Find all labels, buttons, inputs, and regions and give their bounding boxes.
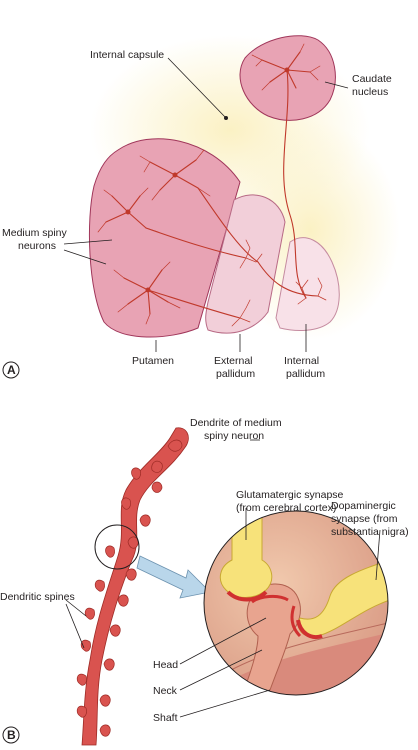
leader-msn-2 [63, 249, 107, 265]
panel-a-letter: A [7, 363, 16, 377]
label-external-1: External [214, 355, 253, 367]
label-msn-2: neurons [18, 240, 56, 252]
panel-a: Internal capsule Caudate nucleus Medium … [2, 35, 400, 380]
label-dendritic-spines: Dendritic spines [0, 591, 75, 603]
leader-caudate [324, 81, 349, 89]
leader-neck [179, 649, 263, 691]
putamen [88, 138, 241, 338]
label-internal-2: pallidum [286, 368, 325, 380]
label-msn-1: Medium spiny [2, 227, 68, 239]
external-pallidum [205, 194, 286, 334]
panel-b-letter: B [7, 728, 16, 742]
shaft-band [204, 630, 388, 695]
leader-msn-1 [63, 239, 113, 245]
label-neck: Neck [153, 685, 178, 697]
caudate-neuron [251, 43, 321, 299]
internal-pallidum [275, 237, 340, 331]
leader-internal-capsule [167, 57, 227, 119]
label-internal-1: Internal [284, 355, 319, 367]
label-internal-capsule: Internal capsule [90, 49, 164, 61]
dendritic-spines [76, 439, 183, 737]
label-dopaminergic-1: Dopaminergic [331, 500, 396, 512]
label-glutamatergic-1: Glutamatergic synapse [236, 489, 344, 501]
label-caudate-2: nucleus [352, 86, 388, 98]
label-dendrite-1: Dendrite of medium [190, 417, 282, 429]
panel-b: Dendrite of medium spiny neuron Glutamat… [0, 417, 409, 746]
label-dopaminergic-2: synapse (from [331, 513, 398, 525]
putamen-neurons [97, 149, 319, 325]
leader-dopaminergic [375, 529, 381, 581]
spine-body [239, 583, 301, 695]
label-glutamatergic-2: (from cerebral cortex) [236, 502, 336, 514]
dendrite-shaft [81, 427, 189, 746]
leader-head [179, 617, 267, 665]
magnify-region-circle [94, 524, 140, 570]
magnified-synapse [203, 510, 389, 696]
panel-a-badge [2, 361, 20, 379]
leader-spines-1 [65, 599, 87, 617]
leader-spines-2 [65, 603, 85, 649]
label-shaft: Shaft [153, 712, 178, 724]
label-head: Head [153, 659, 178, 671]
leader-dot-internal-capsule [224, 116, 228, 120]
label-dendrite-2: spiny neuron [204, 430, 264, 442]
panel-b-badge [2, 726, 20, 744]
dopaminergic-terminal [297, 559, 388, 638]
pallidum-terminals [231, 239, 327, 327]
label-external-2: pallidum [216, 368, 255, 380]
label-caudate-1: Caudate [352, 73, 392, 85]
leader-shaft [179, 689, 271, 718]
label-dopaminergic-3: substantia nigra) [331, 526, 409, 538]
magnify-arrow [136, 555, 211, 599]
label-putamen: Putamen [132, 355, 174, 367]
